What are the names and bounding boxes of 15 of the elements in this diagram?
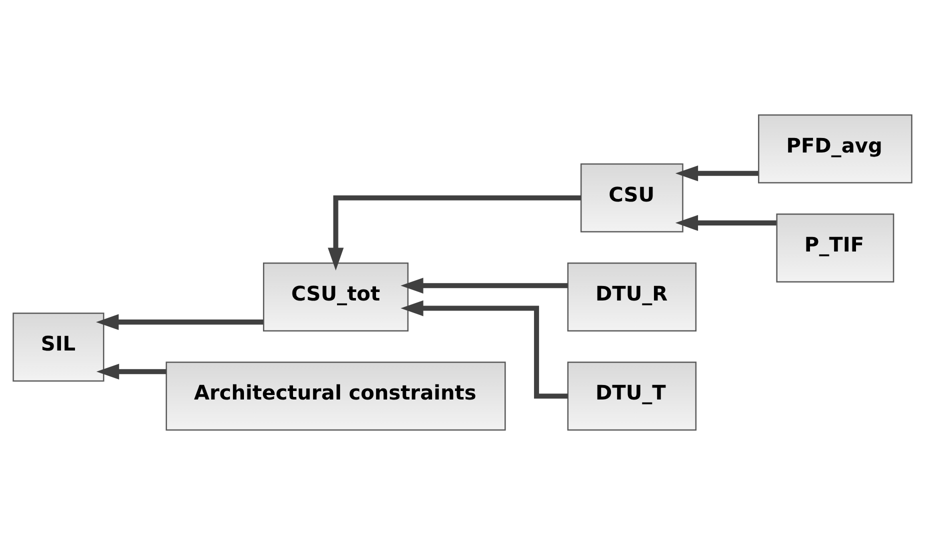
arrow: [400, 277, 568, 294]
node-box: SIL: [12, 312, 104, 382]
arrow: [675, 214, 776, 230]
node-box: DTU_R: [567, 262, 697, 331]
node-box: CSU: [580, 162, 684, 232]
node-box: DTU_T: [567, 361, 697, 430]
arrow: [96, 363, 166, 380]
node-box: CSU_tot: [262, 262, 409, 331]
node-box: PFD_avg: [758, 114, 912, 183]
node-box: Architectural constraints: [166, 361, 506, 430]
arrow: [675, 164, 758, 181]
arrow: [96, 314, 264, 330]
node-box: P_TIF: [776, 213, 894, 282]
arrow: [400, 300, 568, 398]
arrow: [328, 194, 581, 270]
